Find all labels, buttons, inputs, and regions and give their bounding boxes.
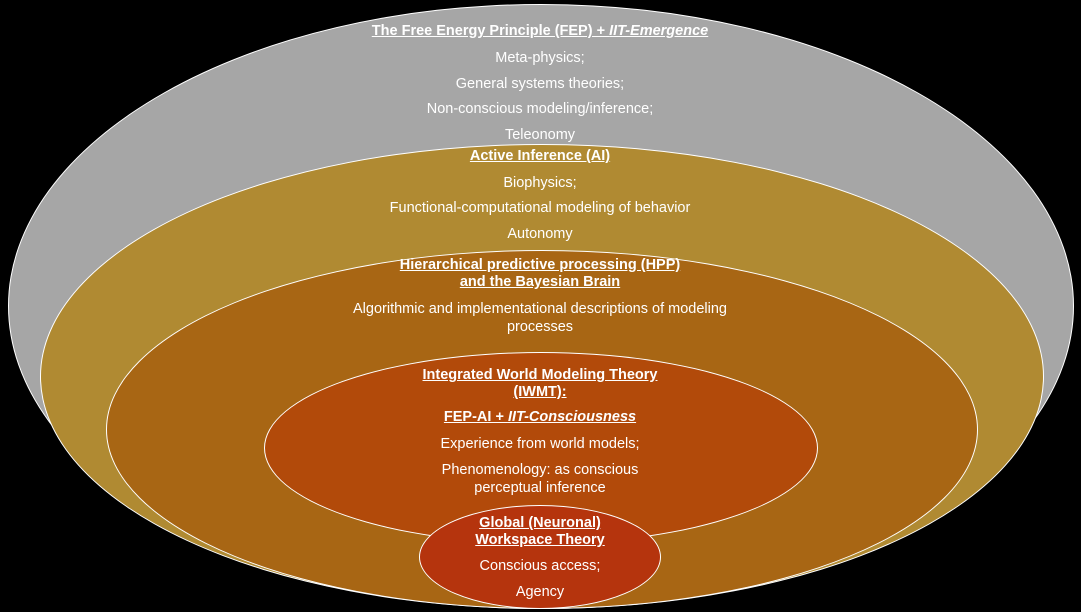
hpp-title-line2: and the Bayesian Brain — [459, 274, 621, 290]
fep-item-nonconscious-modeling: Non-conscious modeling/inference; — [426, 101, 654, 117]
fep-title-emphasis: IIT-Emergence — [609, 23, 709, 39]
iwmt-item-experience: Experience from world models; — [440, 436, 640, 452]
iwmt-subtitle-main: FEP-AI + — [443, 409, 508, 425]
iwmt-item-phenomenology-line1: Phenomenology: as conscious — [441, 462, 639, 478]
gnwt-item-agency: Agency — [515, 584, 565, 600]
ai-item-autonomy: Autonomy — [507, 226, 573, 242]
hpp-item-line2: processes — [506, 319, 574, 335]
iwmt-title-line1: Integrated World Modeling Theory — [422, 367, 658, 383]
active-inference-title: Active Inference (AI) — [469, 148, 611, 164]
fep-title-main: The Free Energy Principle (FEP) + — [371, 23, 610, 39]
fep-item-metaphysics: Meta-physics; — [495, 50, 585, 66]
hpp-item-line1: Algorithmic and implementational descrip… — [353, 301, 727, 317]
iwmt-subtitle-emphasis: IIT-Consciousness — [507, 409, 637, 425]
gnwt-title-line1: Global (Neuronal) — [479, 515, 601, 531]
hpp-title-line1: Hierarchical predictive processing (HPP) — [399, 257, 681, 273]
iwmt-title-line2: (IWMT): — [513, 384, 567, 400]
gnwt-ellipse — [419, 505, 661, 609]
gnwt-item-conscious-access: Conscious access; — [479, 558, 601, 574]
gnwt-title-line2: Workspace Theory — [475, 532, 605, 548]
ai-item-biophysics: Biophysics; — [503, 175, 577, 191]
fep-title: The Free Energy Principle (FEP) + IIT-Em… — [240, 22, 840, 40]
fep-item-general-systems: General systems theories; — [455, 76, 625, 92]
ai-item-functional-modeling: Functional-computational modeling of beh… — [389, 200, 691, 216]
fep-item-teleonomy: Teleonomy — [504, 127, 576, 143]
iwmt-item-phenomenology-line2: perceptual inference — [474, 480, 606, 496]
iwmt-subtitle: FEP-AI + IIT-Consciousness — [340, 408, 740, 426]
